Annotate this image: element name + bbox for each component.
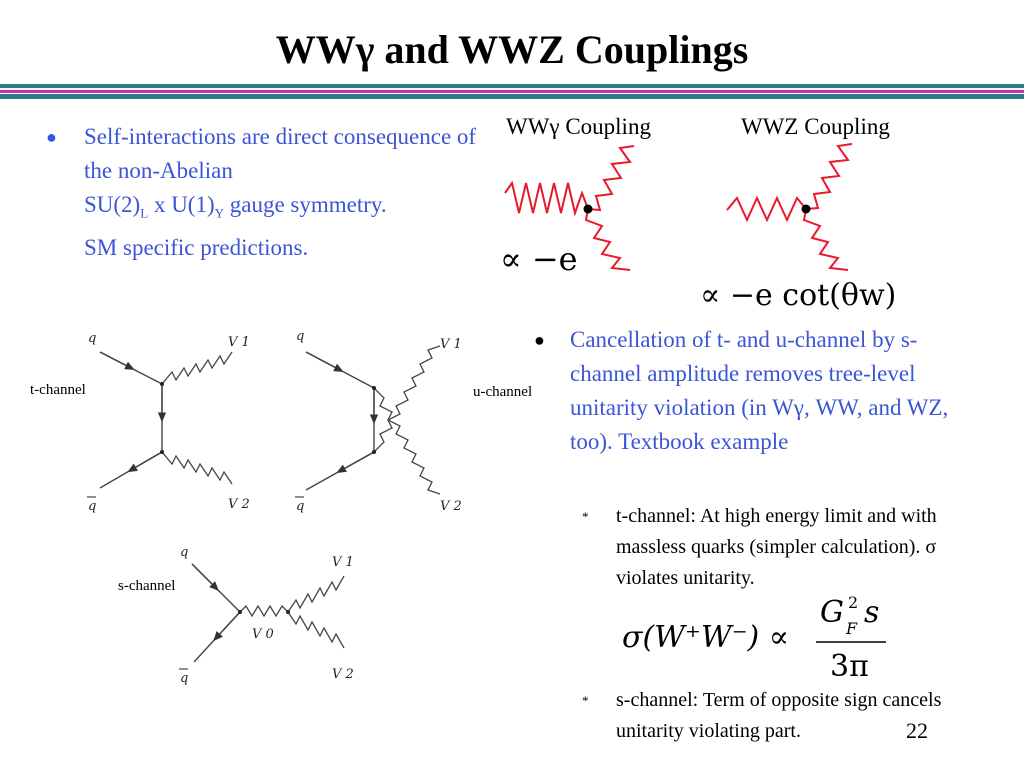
svg-text:F: F bbox=[845, 619, 858, 638]
wwz-coupling-formula: ∝ −e cot(θw) bbox=[700, 278, 897, 313]
bullet-icon: ● bbox=[46, 127, 57, 147]
title-divider bbox=[0, 84, 1024, 99]
intro-gauge: gauge symmetry. bbox=[224, 192, 387, 217]
u-q-label: q bbox=[296, 329, 304, 344]
cross-section-denominator: 3π bbox=[830, 649, 869, 684]
intro-sub-y: Y bbox=[214, 205, 225, 221]
t-channel-label: t-channel bbox=[30, 382, 86, 398]
cross-section-fraction: G F 2 s 3π bbox=[816, 593, 886, 684]
u-channel-label: u-channel bbox=[473, 384, 533, 400]
u-channel-diagram: q q V 1 V 2 bbox=[295, 329, 462, 514]
cross-section-lhs: σ(W⁺W⁻) ∝ bbox=[622, 620, 790, 655]
intro-u1: x U(1) bbox=[148, 192, 215, 217]
wwg-coupling-formula: ∝ −e bbox=[500, 240, 578, 278]
t-v2-label: V 2 bbox=[228, 497, 250, 512]
t-v1-label: V 1 bbox=[228, 335, 250, 350]
t-channel-diagram: q q V 1 V 2 bbox=[87, 331, 250, 514]
t-q-label: q bbox=[88, 331, 96, 346]
svg-text:G: G bbox=[820, 595, 844, 630]
s-v1-label: V 1 bbox=[332, 555, 354, 570]
u-qbar-label: q bbox=[296, 499, 304, 514]
bullet-icon: ● bbox=[534, 330, 545, 350]
svg-text:s: s bbox=[864, 595, 879, 630]
asterisk-icon: * bbox=[582, 693, 589, 708]
wwg-vertex-diagram bbox=[504, 145, 635, 271]
s-v2-label: V 2 bbox=[332, 667, 354, 682]
intro-text: Self-interactions are direct consequence… bbox=[84, 124, 477, 183]
page-number: 22 bbox=[906, 718, 928, 743]
s-q-label: q bbox=[180, 545, 188, 560]
t-qbar-label: q bbox=[88, 499, 96, 514]
cancellation-text: Cancellation of t- and u-channel by s-ch… bbox=[570, 327, 949, 454]
wwg-coupling-label: WWγ Coupling bbox=[506, 114, 651, 139]
s-channel-label: s-channel bbox=[118, 578, 176, 594]
u-v2-label: V 2 bbox=[440, 499, 462, 514]
s-channel-subtext: s-channel: Term of opposite sign cancels… bbox=[616, 689, 942, 742]
svg-text:2: 2 bbox=[848, 593, 858, 612]
s-qbar-label: q bbox=[180, 671, 188, 686]
s-channel-diagram: q q V 0 V 1 V 2 bbox=[179, 545, 354, 686]
asterisk-icon: * bbox=[582, 509, 589, 524]
t-channel-subtext: t-channel: At high energy limit and with… bbox=[616, 505, 937, 589]
intro-predictions: SM specific predictions. bbox=[84, 234, 309, 260]
u-v1-label: V 1 bbox=[440, 337, 462, 352]
page-title: WWγ and WWZ Couplings bbox=[275, 27, 749, 72]
s-v0-label: V 0 bbox=[252, 627, 274, 642]
intro-sub-l: L bbox=[140, 205, 149, 221]
intro-su2: SU(2) bbox=[84, 192, 141, 217]
wwz-vertex-diagram bbox=[726, 143, 853, 271]
wwz-coupling-label: WWZ Coupling bbox=[741, 114, 890, 139]
